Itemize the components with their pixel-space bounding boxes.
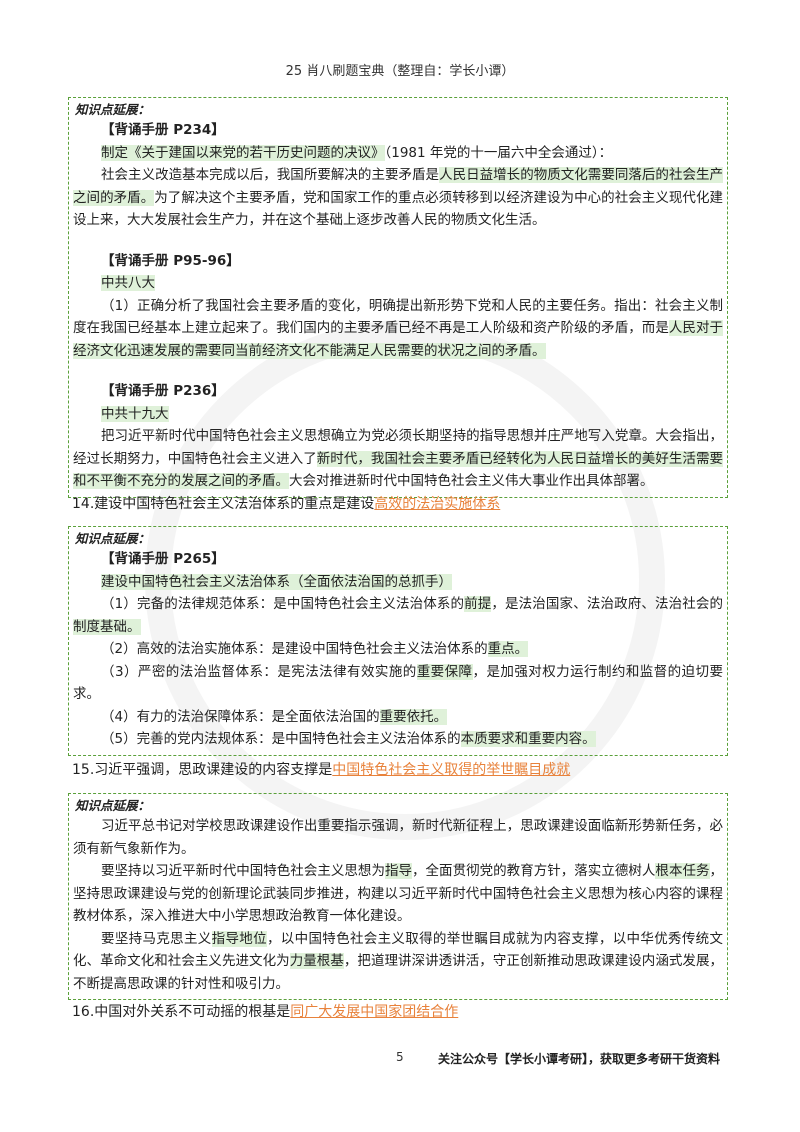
paragraph: （1）正确分析了我国社会主要矛盾的变化，明确提出新形势下党和人民的主要任务。指出… — [73, 297, 724, 359]
paragraph: 习近平总书记对学校思政课建设作出重要指示强调，新时代新征程上，思政课建设面临新形… — [73, 818, 723, 857]
paragraph: 社会主义改造基本完成以后，我国所要解决的主要矛盾是人民日益增长的物质文化需要同落… — [73, 167, 724, 228]
section-heading: 制定《关于建国以来党的若干历史问题的决议》（1981 年党的十一届六中全会通过）… — [101, 144, 613, 161]
section-heading: 中共八大 — [101, 275, 155, 291]
page-number: 5 — [396, 1050, 404, 1064]
section-ref: 【背诵手册 P234】 — [101, 122, 225, 138]
paragraph: 要坚持以习近平新时代中国特色社会主义思想为指导，全面贯彻党的教育方针，落实立德树… — [73, 863, 724, 924]
box-title: 知识点延展： — [75, 531, 151, 546]
list-item: （4）有力的法治保障体系：是全面依法治国的重要依托。 — [101, 708, 448, 725]
question-15: 15.习近平强调，思政课建设的内容支撑是中国特色社会主义取得的举世瞩目成就 — [72, 762, 571, 778]
list-item: （2）高效的法治实施体系：是建设中国特色社会主义法治体系的重点。 — [101, 641, 529, 657]
box-title: 知识点延展： — [75, 798, 151, 813]
answer: 中国特色社会主义取得的举世瞩目成就 — [332, 762, 571, 778]
promo-text: 关注公众号【学长小谭考研】，获取更多考研干货资料 — [438, 1052, 721, 1066]
knowledge-box-1: 知识点延展： 【背诵手册 P234】 制定《关于建国以来党的若干历史问题的决议》… — [68, 97, 728, 498]
page-header: 25 肖八刷题宝典（整理自：学长小谭） — [285, 64, 515, 79]
section-ref: 【背诵手册 P265】 — [101, 551, 225, 567]
section-heading: 建设中国特色社会主义法治体系（全面依法治国的总抓手） — [101, 573, 452, 590]
answer: 同广大发展中国家团结合作 — [290, 1004, 459, 1020]
answer: 高效的法治实施体系 — [374, 496, 501, 512]
question-16: 16.中国对外关系不可动摇的根基是同广大发展中国家团结合作 — [72, 1004, 459, 1020]
section-ref: 【背诵手册 P236】 — [101, 383, 225, 399]
paragraph: 要坚持马克思主义指导地位，以中国特色社会主义取得的举世瞩目成就为内容支撑，以中华… — [73, 930, 724, 992]
box-title: 知识点延展： — [75, 102, 151, 117]
section-heading: 中共十九大 — [101, 405, 169, 422]
knowledge-box-3: 知识点延展： 习近平总书记对学校思政课建设作出重要指示强调，新时代新征程上，思政… — [68, 793, 728, 1000]
list-item: （5）完善的党内法规体系：是中国特色社会主义法治体系的本质要求和重要内容。 — [101, 731, 596, 747]
list-item: （1）完备的法律规范体系：是中国特色社会主义法治体系的前提，是法治国家、法治政府… — [73, 596, 724, 635]
list-item: （3）严密的法治监督体系：是宪法法律有效实施的重要保障，是加强对权力运行制约和监… — [73, 663, 723, 702]
question-14: 14.建设中国特色社会主义法治体系的重点是建设高效的法治实施体系 — [72, 496, 501, 512]
knowledge-box-2: 知识点延展： 【背诵手册 P265】 建设中国特色社会主义法治体系（全面依法治国… — [68, 526, 728, 756]
paragraph: 把习近平新时代中国特色社会主义思想确立为党必须长期坚持的指导思想并庄严地写入党章… — [73, 428, 723, 489]
section-ref: 【背诵手册 P95-96】 — [101, 252, 240, 269]
